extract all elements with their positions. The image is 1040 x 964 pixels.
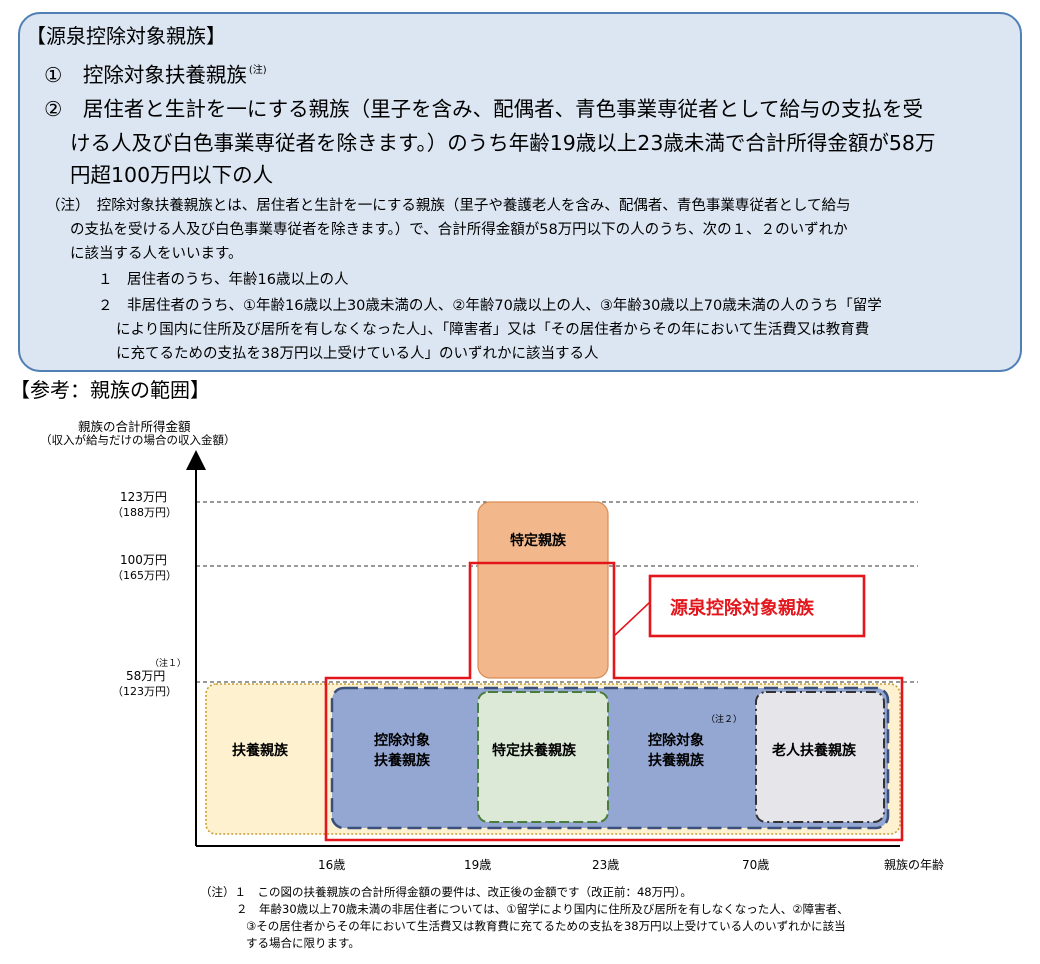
label-rojin-fuyo: 老人扶養親族 [772,743,856,759]
reference-title: 【参考：親族の範囲】 [10,378,210,402]
item-2-line-3: 円超100万円以下の人 [70,163,274,187]
note-sub-2-line-1: ２ 非居住者のうち、①年齢16歳以上30歳未満の人、②年齢70歳以上の人、③年齢… [98,298,882,314]
label-kojo-1-line-2: 扶養親族 [374,753,430,769]
item-1-note: (注) [248,65,267,76]
y-axis-subtitle: （収入が給与だけの場合の収入金額） [40,433,236,447]
info-box [18,12,1022,372]
y-tick-100: 100万円 [120,553,167,567]
x-tick-16: 16歳 [318,858,346,872]
region-tokutei-fuyo [477,691,609,823]
note-sub-1: １ 居住者のうち、年齢16歳以上の人 [98,272,349,288]
footnote-2-line-1: ２ 年齢30歳以上70歳未満の非居住者については、①留学により国内に住所及び居所… [236,902,849,916]
y-tick-100-sub: （165万円） [112,569,177,582]
y-tick-123: 123万円 [120,490,167,504]
callout-connector [613,601,651,637]
y-axis-title: 親族の合計所得金額 [78,419,191,434]
item-1: ① 控除対象扶養親族(注) [44,63,267,87]
region-gensen-outline [324,561,904,842]
x-tick-70: 70歳 [742,858,770,872]
footnote-1: （注）１ この図の扶養親族の合計所得金額の要件は、改正後の金額です（改正前：48… [200,885,692,899]
label-fuyo-shinzoku: 扶養親族 [232,743,288,759]
y-tick-58-note: （注１） [150,659,187,669]
region-kojo-taisho-fuyo [330,686,890,830]
note-sub-2-line-2: により国内に住所及び居所を有しなくなった人」、「障害者」又は「その居住者からその… [116,322,870,338]
region-rojin-fuyo [755,691,885,823]
label-kojo-2-line-2: 扶養親族 [648,753,704,769]
label-kojo-1-line-1: 控除対象 [374,733,430,749]
x-tick-23: 23歳 [592,858,620,872]
label-tokutei-shinzoku: 特定親族 [510,533,566,549]
y-tick-58: 58万円 [126,669,166,683]
callout-box [648,574,866,638]
item-2-line-2: ける人及び白色事業専従者を除きます。）のうち年齢19歳以上23歳未満で合計所得金… [70,131,936,155]
label-tokutei-fuyo: 特定扶養親族 [492,743,576,759]
footnote-2-line-2: ③その居住者からその年において生活費又は教育費に充てるための支払を38万円以上受… [246,919,846,933]
box-title: 【源泉控除対象親族】 [26,24,226,48]
label-kojo-2-note: （注２） [706,715,743,725]
x-tick-19: 19歳 [464,858,492,872]
y-tick-58-sub: （123万円） [112,685,177,698]
item-2-line-1: ② 居住者と生計を一にする親族（里子を含み、配偶者、青色事業専従者として給与の支… [44,97,923,121]
label-gensen: 源泉控除対象親族 [670,598,814,619]
y-tick-123-sub: （188万円） [112,506,177,519]
footnote-2-line-3: する場合に限ります。 [246,936,360,950]
note-line-3: に該当する人をいいます。 [70,246,243,262]
note-line-2: の支払を受ける人及び白色事業専従者を除きます。）で、合計所得金額が58万円以下の… [70,222,848,238]
region-tokutei-shinzoku [477,501,609,679]
label-kojo-2-line-1: 控除対象 [648,733,704,749]
x-axis-title: 親族の年齢 [884,858,945,872]
note-sub-2-line-3: に充てるための支払を38万円以上受けている人」のいずれかに該当する人 [116,346,599,362]
note-line-1: （注） 控除対象扶養親族とは、居住者と生計を一にする親族（里子や養護老人を含み、… [46,198,851,214]
